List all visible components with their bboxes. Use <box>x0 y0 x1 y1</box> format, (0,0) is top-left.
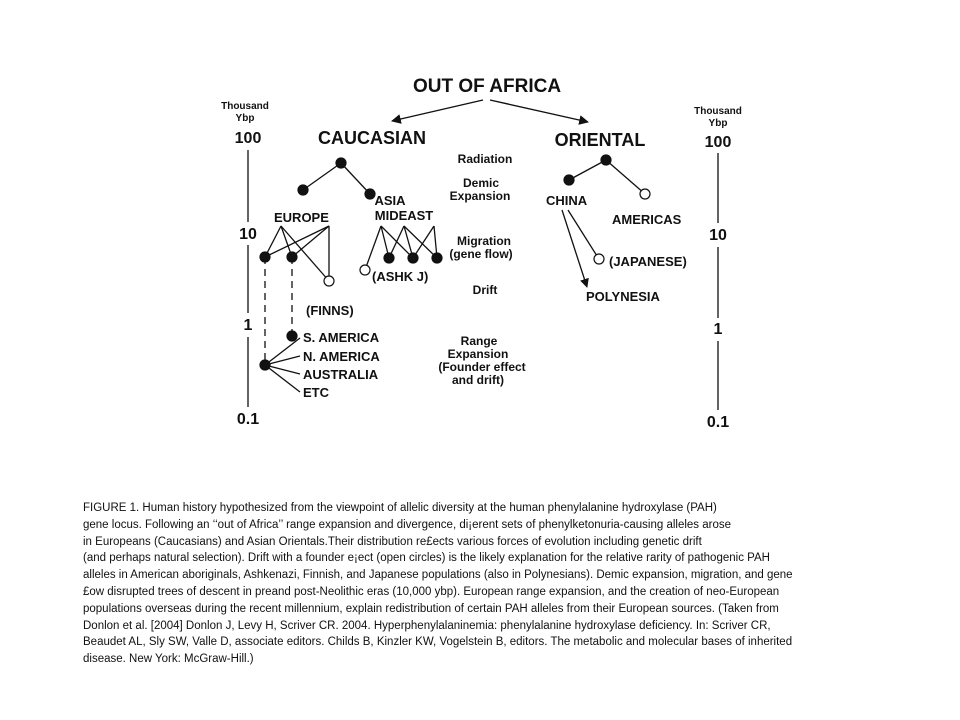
force-migration-line2: (gene flow) <box>449 247 512 261</box>
node-china <box>563 174 575 186</box>
right-axis-tick-10: 10 <box>709 227 727 244</box>
figure-caption: FIGURE 1. Human history hypothesized fro… <box>83 500 913 668</box>
region-americas: AMERICAS <box>612 212 682 227</box>
node-range-expansion <box>259 359 271 371</box>
caption-line: gene locus. Following an ‘‘out of Africa… <box>83 518 732 531</box>
node-europe <box>297 184 309 196</box>
population-history-diagram: OUT OF AFRICA Thousand Ybp 100 10 1 0.1 … <box>221 76 742 431</box>
region-etc: ETC <box>303 385 330 400</box>
left-axis-tick-0-1: 0.1 <box>237 411 259 428</box>
branch-oriental: ORIENTAL <box>555 130 646 150</box>
caption-line: (and perhaps natural selection). Drift w… <box>83 552 770 565</box>
right-axis-tick-0-1: 0.1 <box>707 414 729 431</box>
left-axis-tick-1: 1 <box>244 317 253 334</box>
right-axis-tick-100: 100 <box>705 134 732 151</box>
region-ashkenazi: (ASHK J) <box>372 269 428 284</box>
caption-line: alleles in American aboriginals, Ashkena… <box>83 569 793 582</box>
caption-line: disease. New York: McGraw-Hill.) <box>83 653 254 666</box>
force-drift: Drift <box>473 283 498 297</box>
region-australia: AUSTRALIA <box>303 367 379 382</box>
node-ashk-a <box>383 252 395 264</box>
region-japanese: (JAPANESE) <box>609 254 687 269</box>
region-europe: EUROPE <box>274 210 329 225</box>
node-japanese-open <box>593 253 605 265</box>
node-mideast-open <box>359 264 371 276</box>
caption-line: in Europeans (Caucasians) and Asian Orie… <box>83 535 702 548</box>
caption-line: populations overseas during the recent m… <box>83 602 779 615</box>
node-americas-open <box>639 188 651 200</box>
branch-caucasian: CAUCASIAN <box>318 128 426 148</box>
caption-line: Beaudet AL, Sly SW, Valle D, associate e… <box>83 636 793 649</box>
force-range-line1: Range <box>461 334 498 348</box>
node-caucasian-root <box>335 157 347 169</box>
right-time-axis: Thousand Ybp 100 10 1 0.1 <box>694 106 742 431</box>
left-time-axis: Thousand Ybp 100 10 1 0.1 <box>221 101 269 428</box>
region-mideast: MIDEAST <box>375 208 434 223</box>
region-s-america: S. AMERICA <box>303 330 380 345</box>
force-range-line4: and drift) <box>452 373 504 387</box>
region-polynesia: POLYNESIA <box>586 289 661 304</box>
node-finns-open <box>323 275 335 287</box>
china-arrows <box>561 209 598 288</box>
region-china: CHINA <box>546 193 588 208</box>
caption-line: £ow disrupted trees of descent in preand… <box>83 585 780 598</box>
caption-line: FIGURE 1. Human history hypothesized fro… <box>83 502 717 514</box>
left-axis-tick-10: 10 <box>239 226 257 243</box>
left-axis-tick-100: 100 <box>235 130 262 147</box>
node-europe-a <box>259 251 271 263</box>
force-demic-line2: Expansion <box>450 189 511 203</box>
node-oriental-root <box>600 154 612 166</box>
right-axis-tick-1: 1 <box>714 321 723 338</box>
tree-edges <box>264 159 646 393</box>
caption-line: Donlon et al. [2004] Donlon J, Levy H, S… <box>83 619 771 632</box>
region-finns: (FINNS) <box>306 303 354 318</box>
diagram-title: OUT OF AFRICA <box>413 76 561 97</box>
right-axis-label-line2: Ybp <box>709 118 728 129</box>
right-axis-label-line1: Thousand <box>694 106 742 117</box>
region-asia: ASIA <box>374 193 406 208</box>
left-axis-label-line1: Thousand <box>221 101 269 112</box>
out-of-africa-arrows <box>391 99 589 125</box>
force-radiation: Radiation <box>458 152 513 166</box>
node-ashk-b <box>407 252 419 264</box>
tree-nodes <box>259 154 651 371</box>
node-europe-b <box>286 251 298 263</box>
node-ashk-c <box>431 252 443 264</box>
node-asia-mideast <box>364 188 376 200</box>
left-axis-label-line2: Ybp <box>236 113 255 124</box>
force-range-line3: (Founder effect <box>438 360 525 374</box>
force-range-line2: Expansion <box>448 347 509 361</box>
force-demic-line1: Demic <box>463 176 499 190</box>
force-migration-line1: Migration <box>457 234 511 248</box>
region-n-america: N. AMERICA <box>303 349 380 364</box>
node-s-america <box>286 330 298 342</box>
